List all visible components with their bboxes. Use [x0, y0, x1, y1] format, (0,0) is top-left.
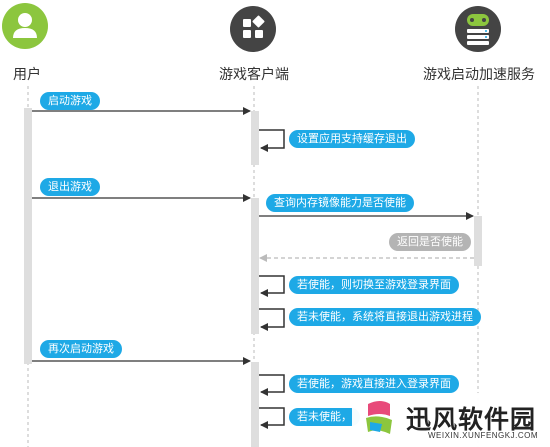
person-icon — [2, 3, 48, 49]
msg-cache-exit: 设置应用支持缓存退出 — [289, 130, 415, 148]
booster-actor — [455, 6, 501, 52]
actor-label-booster: 游戏启动加速服务 — [423, 66, 535, 82]
msg-not-enabled-partial: 若未使能， — [289, 408, 360, 426]
self-loop-5 — [259, 407, 285, 429]
activation-user — [24, 108, 32, 364]
activation-client-2 — [251, 198, 259, 334]
activation-client-1 — [251, 111, 259, 165]
msg-query-memory-image: 查询内存镜像能力是否使能 — [266, 194, 414, 212]
self-loop-2 — [259, 275, 285, 297]
self-loop-1 — [259, 129, 285, 152]
msg-return-enabled: 返回是否使能 — [389, 233, 471, 251]
self-loop-3 — [259, 308, 285, 331]
self-loop-4 — [259, 374, 285, 396]
client-actor — [230, 6, 276, 52]
gamepad-server-icon — [455, 6, 501, 52]
watermark: 迅风软件园 WEIXIN.XUNFENGKJ.COM — [352, 393, 550, 447]
msg-switch-login: 若使能，则切换至游戏登录界面 — [289, 276, 459, 294]
watermark-subtitle: WEIXIN.XUNFENGKJ.COM — [428, 431, 539, 440]
watermark-title: 迅风软件园 — [406, 406, 537, 434]
msg-start-game: 启动游戏 — [40, 92, 100, 110]
msg-exit-process: 若未使能，系统将直接退出游戏进程 — [289, 308, 481, 326]
msg-direct-login: 若使能，游戏直接进入登录界面 — [289, 375, 459, 393]
msg-restart-game: 再次启动游戏 — [40, 340, 122, 358]
actor-label-client: 游戏客户端 — [219, 66, 289, 82]
user-actor — [2, 3, 50, 63]
msg-exit-game: 退出游戏 — [40, 178, 100, 196]
xunfeng-logo — [360, 398, 400, 440]
activation-client-3 — [251, 362, 259, 447]
actor-label-user: 用户 — [13, 66, 41, 82]
app-grid-icon — [230, 6, 276, 52]
activation-booster — [474, 216, 482, 266]
